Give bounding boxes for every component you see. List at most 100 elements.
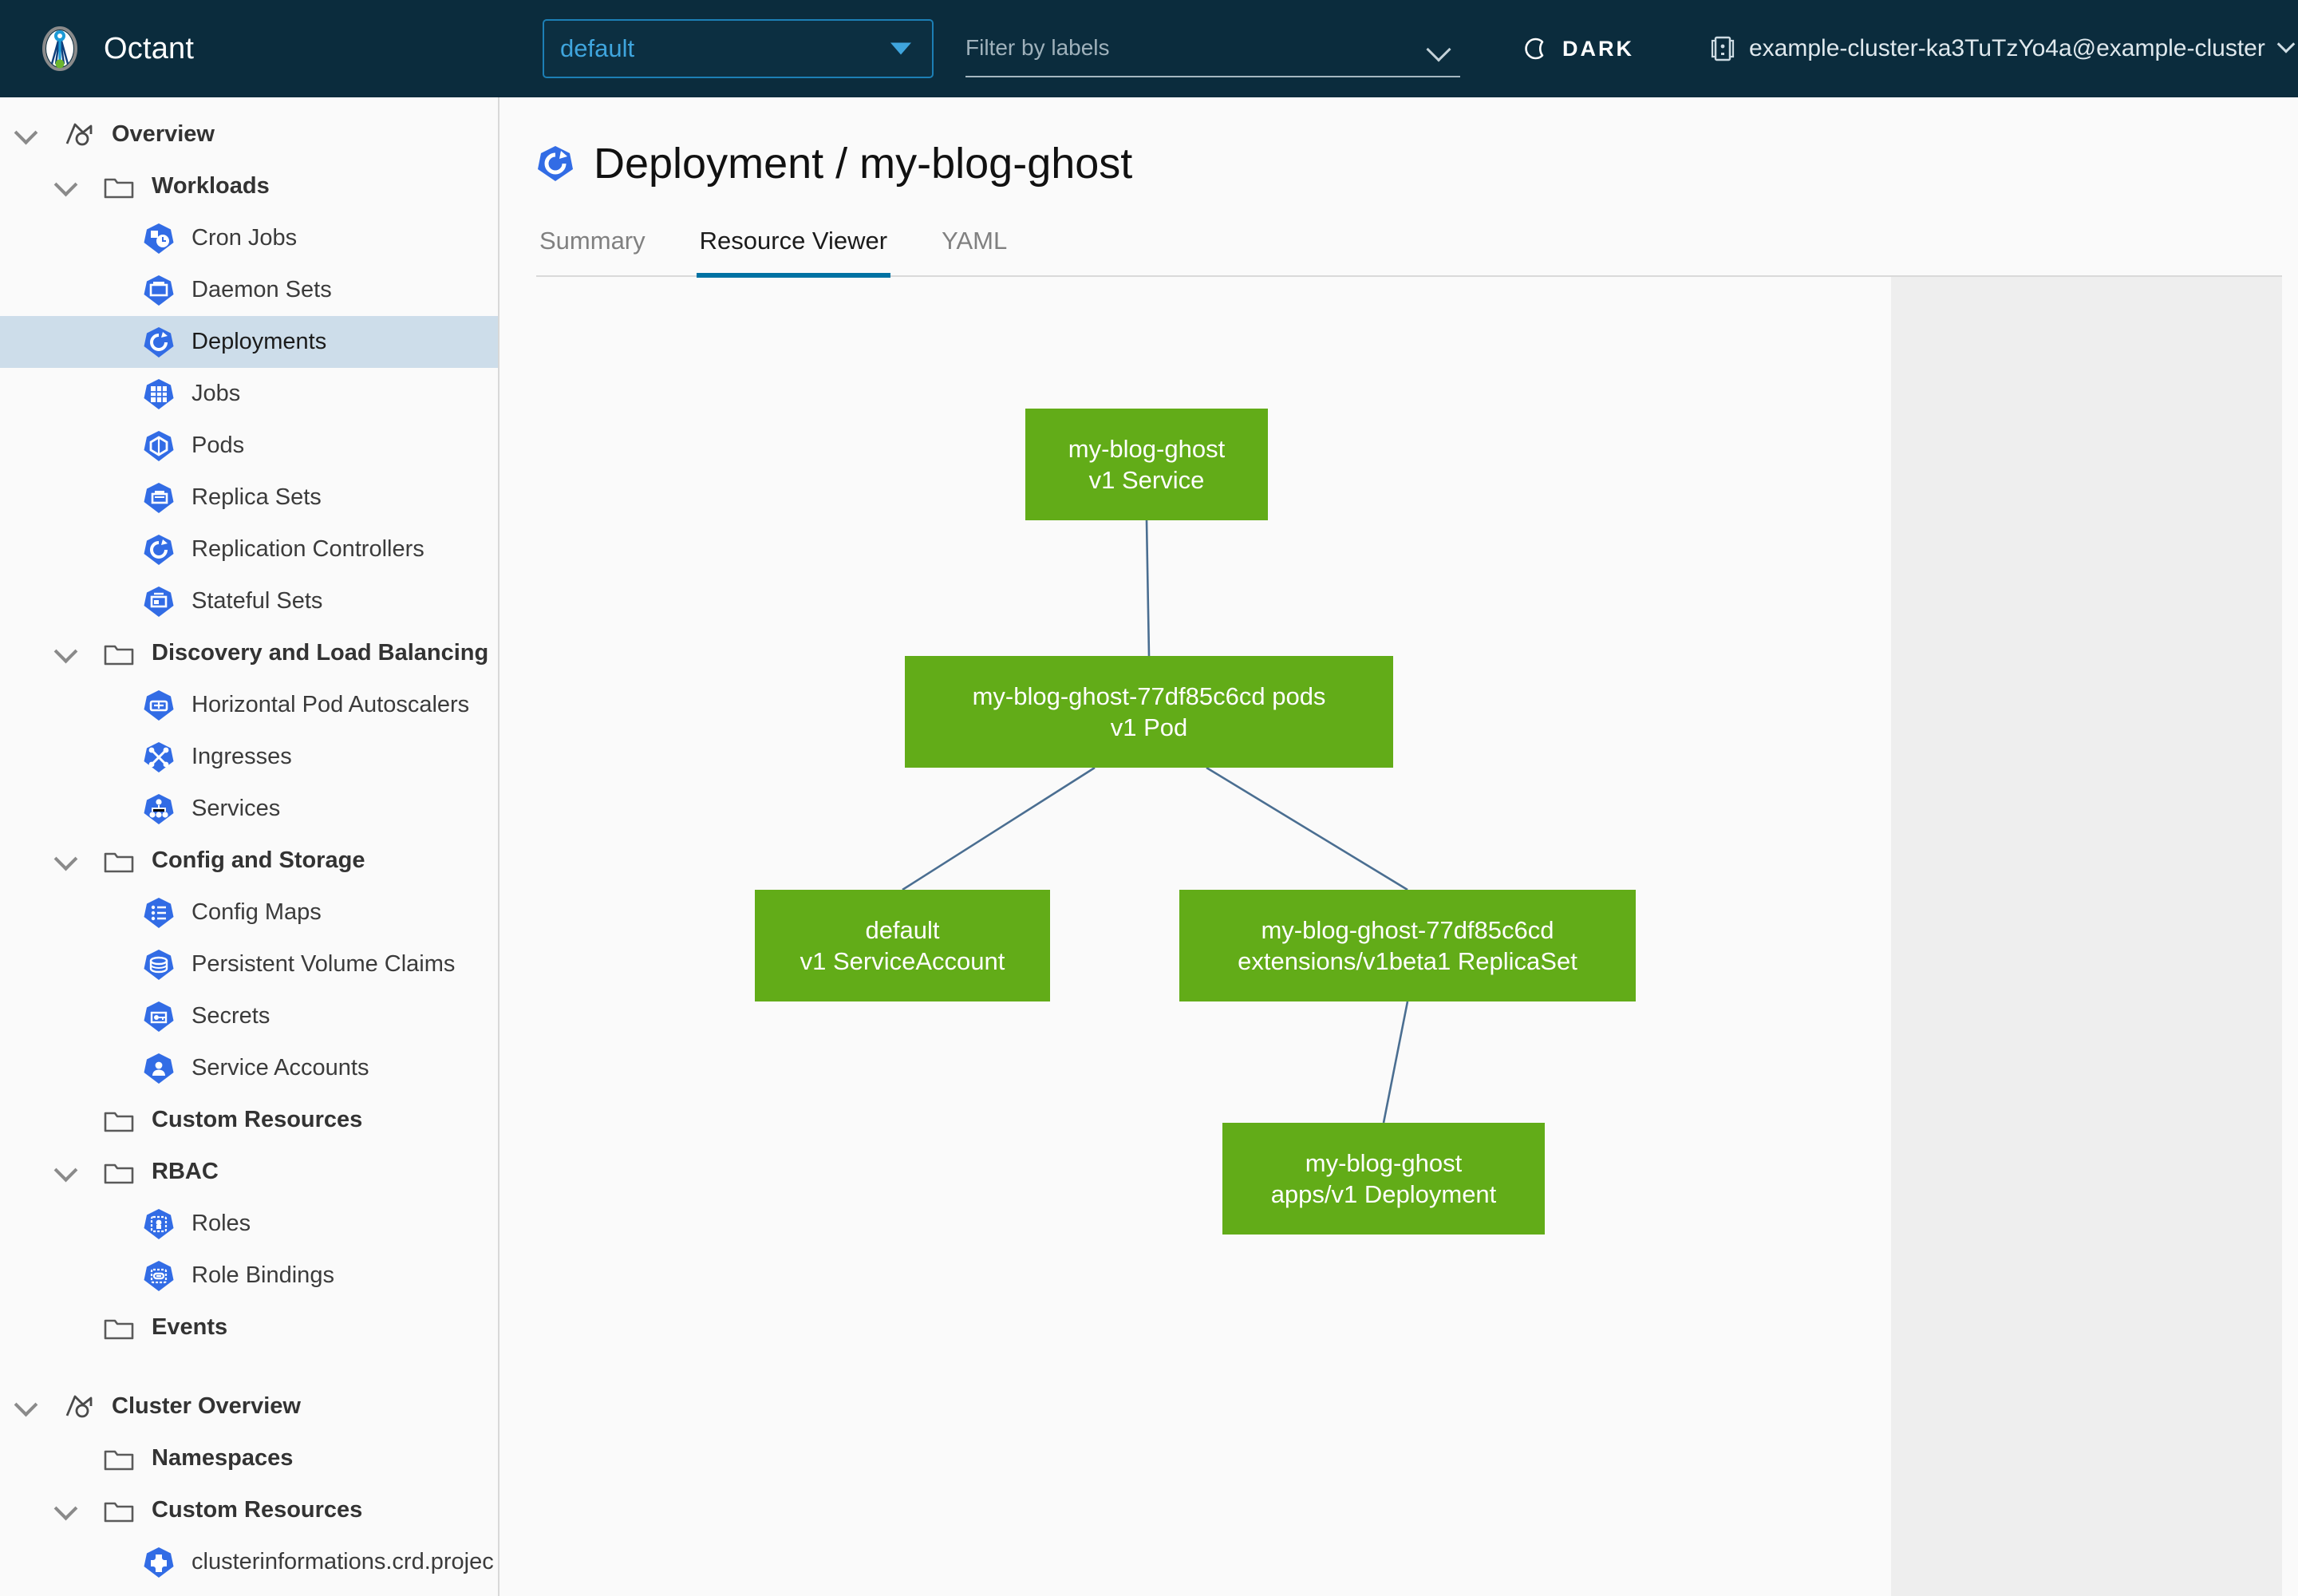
sidebar-item-label: Namespaces (152, 1445, 294, 1471)
label-filter-placeholder: Filter by labels (965, 35, 1110, 60)
graph-edge (902, 766, 1096, 891)
brand[interactable]: Octant (0, 26, 495, 72)
k8s-statefulset-icon (142, 585, 176, 618)
sidebar-item-label: Replication Controllers (192, 536, 424, 562)
folder-icon (102, 637, 136, 670)
tab-yaml[interactable]: YAML (942, 227, 1008, 255)
tab-summary[interactable]: Summary (539, 227, 646, 255)
sidebar-item-discovery-and-load-balancing[interactable]: Discovery and Load Balancing (0, 627, 498, 679)
sidebar-item-custom-resources[interactable]: Custom Resources (0, 1094, 498, 1146)
sidebar-item-daemon-sets[interactable]: Daemon Sets (0, 264, 498, 316)
k8s-deployment-icon (142, 326, 176, 359)
sidebar-item-cluster-overview[interactable]: Cluster Overview (0, 1381, 498, 1432)
graph-node-name: my-blog-ghost (1305, 1148, 1463, 1177)
sidebar-item-horizontal-pod-autoscalers[interactable]: Horizontal Pod Autoscalers (0, 679, 498, 731)
sidebar-item-jobs[interactable]: Jobs (0, 368, 498, 420)
sidebar-item-services[interactable]: Services (0, 783, 498, 835)
folder-icon (102, 844, 136, 878)
sidebar-item-replication-controllers[interactable]: Replication Controllers (0, 523, 498, 575)
k8s-job-icon (142, 377, 176, 411)
sidebar-item-config-and-storage[interactable]: Config and Storage (0, 835, 498, 887)
sidebar-item-cron-jobs[interactable]: Cron Jobs (0, 212, 498, 264)
sidebar-item-service-accounts[interactable]: Service Accounts (0, 1042, 498, 1094)
sidebar-item-replica-sets[interactable]: Replica Sets (0, 472, 498, 523)
sidebar-item-custom-resources[interactable]: Custom Resources (0, 1484, 498, 1536)
folder-icon (102, 1311, 136, 1345)
sidebar-item-overview[interactable]: Overview (0, 109, 498, 160)
sidebar-item-persistent-volume-claims[interactable]: Persistent Volume Claims (0, 938, 498, 990)
graph-edge (1145, 519, 1151, 657)
k8s-daemonset-icon (142, 274, 176, 307)
sidebar-item-stateful-sets[interactable]: Stateful Sets (0, 575, 498, 627)
cluster-selector[interactable]: example-cluster-ka3TuTzYo4a@example-clus… (1711, 35, 2296, 62)
sidebar-item-label: Secrets (192, 1003, 270, 1029)
chevron-down-icon[interactable] (1426, 37, 1451, 62)
chevron-down-icon[interactable] (53, 1158, 78, 1183)
graph-node-kind: apps/v1 Deployment (1270, 1180, 1497, 1208)
resource-detail-panel (1891, 277, 2282, 1596)
graph-node-kind: v1 Service (1088, 466, 1205, 494)
sidebar-item-rbac[interactable]: RBAC (0, 1146, 498, 1198)
sidebar-item-label: Discovery and Load Balancing (152, 640, 489, 666)
overview-icon (62, 1390, 96, 1424)
dark-mode-label: DARK (1562, 36, 1634, 61)
tab-resource-viewer[interactable]: Resource Viewer (696, 220, 891, 278)
sidebar-item-label: Config and Storage (152, 847, 365, 873)
sidebar-item-label: Ingresses (192, 744, 292, 769)
chevron-down-icon[interactable] (14, 120, 38, 145)
overview-icon (62, 118, 96, 152)
app-header: Octant default Filter by labels DARK (0, 0, 2298, 97)
sidebar-item-label: Role Bindings (192, 1262, 334, 1288)
sidebar-item-roles[interactable]: Roles (0, 1198, 498, 1250)
sidebar-item-namespaces[interactable]: Namespaces (0, 1432, 498, 1484)
sidebar-item-label: Config Maps (192, 899, 322, 925)
chevron-down-icon[interactable] (53, 639, 78, 664)
sidebar-item-config-maps[interactable]: Config Maps (0, 887, 498, 938)
namespace-value: default (560, 34, 635, 62)
sidebar-item-label: Workloads (152, 173, 270, 199)
sidebar-item-label: Cluster Overview (112, 1393, 301, 1419)
resource-graph-edges (902, 519, 1409, 1124)
chevron-down-icon[interactable] (53, 172, 78, 197)
sidebar-item-clusterinformations-crd-projec[interactable]: clusterinformations.crd.projec (0, 1536, 498, 1588)
k8s-configmap-icon (142, 896, 176, 930)
k8s-ingress-icon (142, 741, 176, 774)
sidebar-item-label: Jobs (192, 381, 241, 406)
namespace-select[interactable]: default (543, 19, 934, 78)
tab-bar: Summary Resource Viewer YAML (536, 220, 2282, 278)
k8s-rc-icon (142, 533, 176, 567)
sidebar-item-label: RBAC (152, 1159, 219, 1184)
sidebar-item-workloads[interactable]: Workloads (0, 160, 498, 212)
sidebar-item-secrets[interactable]: Secrets (0, 990, 498, 1042)
chevron-down-icon[interactable] (53, 1496, 78, 1521)
dark-mode-toggle[interactable]: DARK (1522, 35, 1634, 62)
k8s-pvc-icon (142, 948, 176, 982)
chevron-down-icon[interactable] (14, 1393, 38, 1417)
chevron-down-icon (890, 42, 911, 55)
graph-node-dep[interactable]: my-blog-ghost apps/v1 Deployment (1222, 1123, 1545, 1235)
sidebar-item-events[interactable]: Events (0, 1302, 498, 1353)
sidebar-item-label: Pods (192, 433, 245, 458)
k8s-deployment-icon (536, 144, 574, 183)
sidebar-item-csidrivers-csi-storage-k8s-io[interactable]: csidrivers.csi.storage.k8s.io (0, 1588, 498, 1596)
graph-node-kind: v1 Pod (1110, 713, 1188, 741)
sidebar-item-label: Horizontal Pod Autoscalers (192, 692, 470, 717)
k8s-cronjob-icon (142, 222, 176, 255)
sidebar-item-label: Custom Resources (152, 1107, 363, 1132)
sidebar-item-pods[interactable]: Pods (0, 420, 498, 472)
sidebar-item-label: Service Accounts (192, 1055, 369, 1080)
chevron-down-icon[interactable] (53, 847, 78, 871)
sidebar-item-ingresses[interactable]: Ingresses (0, 731, 498, 783)
label-filter-input[interactable]: Filter by labels (965, 20, 1460, 77)
sidebar-item-label: Daemon Sets (192, 277, 332, 302)
sidebar-item-role-bindings[interactable]: Role Bindings (0, 1250, 498, 1302)
sidebar-item-deployments[interactable]: Deployments (0, 316, 498, 368)
